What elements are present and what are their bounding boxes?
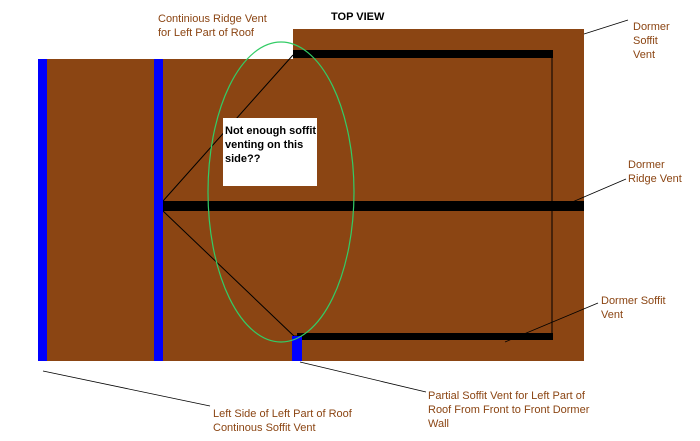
- highlight-circle: [207, 41, 355, 343]
- note-box: [223, 118, 317, 186]
- leader-dormer-soffit-top: [583, 19, 629, 35]
- leader-dormer-soffit-bottom: [504, 302, 599, 343]
- partial-soffit-vent-label: Partial Soffit Vent for Left Part of Roo…: [428, 390, 592, 430]
- top-view-label: TOP VIEW: [331, 11, 385, 23]
- leader-partial-soffit: [299, 361, 427, 393]
- continuous-ridge-vent-label: Continious Ridge Vent for Left Part of R…: [158, 13, 270, 39]
- partial-soffit-vent: [292, 336, 302, 361]
- continuous-ridge-vent: [154, 59, 163, 361]
- note-text: Not enough soffit venting on this side??: [225, 125, 319, 165]
- left-side-soffit-label: Left Side of Left Part of Roof Continous…: [213, 408, 355, 434]
- dormer-soffit-vent-bottom-bar: [297, 333, 553, 340]
- leader-dormer-ridge: [562, 178, 627, 207]
- left-side-soffit-vent: [38, 59, 47, 361]
- dormer-soffit-vent-top-bar: [293, 50, 553, 58]
- dormer-ridge-vent-label: Dormer Ridge Vent: [628, 159, 682, 185]
- dormer-soffit-vent-top-label: Dormer Soffit Vent: [633, 21, 673, 61]
- dormer-roof-section: [293, 29, 584, 361]
- valley-line-lower: [162, 210, 297, 339]
- dormer-soffit-vent-bottom-label: Dormer Soffit Vent: [601, 295, 669, 321]
- dormer-ridge-vent-bar: [163, 201, 584, 211]
- leader-left-side: [42, 370, 211, 407]
